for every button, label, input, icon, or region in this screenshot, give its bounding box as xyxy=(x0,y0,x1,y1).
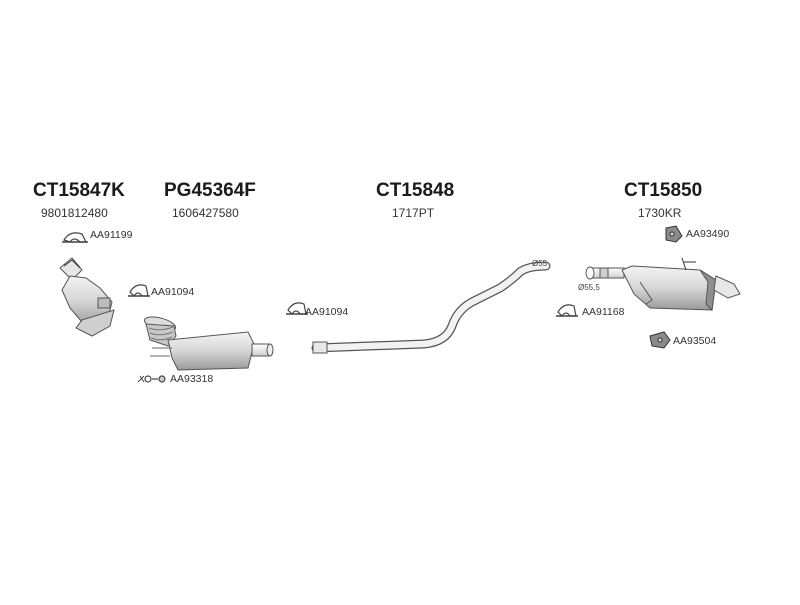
oe-number: 9801812480 xyxy=(41,206,108,220)
rear-silencer xyxy=(585,257,741,312)
clamp-icon xyxy=(128,284,150,297)
part-number: CT15850 xyxy=(624,180,703,201)
accessory-ref-label: AA93318 xyxy=(170,373,214,385)
part-number: CT15847K xyxy=(33,180,125,201)
clamp-icon xyxy=(62,232,88,243)
catalytic-converter xyxy=(59,257,115,337)
oe-number: 1606427580 xyxy=(172,206,239,220)
diameter-label: Ø55 xyxy=(532,259,548,268)
oe-number: 1730KR xyxy=(638,206,682,220)
accessory-ref-label: AA93504 xyxy=(673,335,717,347)
clamp-icon xyxy=(556,304,578,317)
diameter-label: Ø55,5 xyxy=(578,283,600,292)
rubber-mount-icon xyxy=(649,331,671,349)
part-number: CT15848 xyxy=(376,180,455,201)
part-number: PG45364F xyxy=(164,180,256,201)
rubber-mount-icon xyxy=(665,225,683,243)
particulate-filter xyxy=(143,316,274,371)
intermediate-pipe xyxy=(311,261,551,354)
accessory-ref-label: AA91199 xyxy=(90,229,133,241)
accessory-ref-label: AA91094 xyxy=(305,306,349,318)
clamp-icon xyxy=(286,302,308,315)
bolt-kit-icon xyxy=(137,375,166,383)
accessory-ref-label: AA91094 xyxy=(151,286,195,298)
accessory-ref-label: AA93490 xyxy=(686,228,730,240)
oe-number: 1717PT xyxy=(392,206,435,220)
accessory-ref-label: AA91168 xyxy=(582,306,625,318)
